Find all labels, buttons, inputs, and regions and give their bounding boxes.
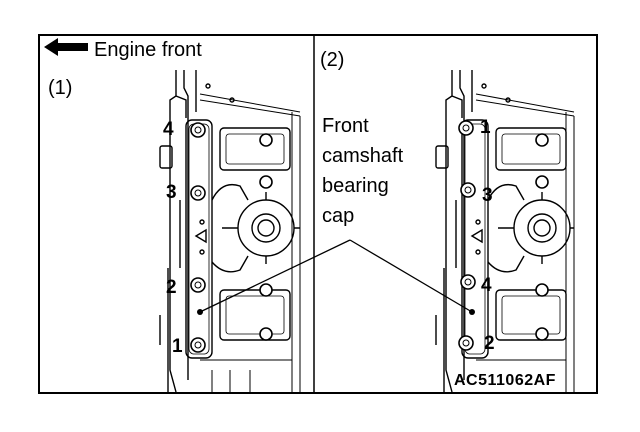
bolt-number-right-c: 4 [481,275,492,296]
bolt-4-right [460,274,476,290]
engine-front-label: Engine front [94,39,202,61]
bolt-2-left [190,277,206,293]
callout-line-2: camshaft [322,145,404,167]
bolt-number-left-d: 1 [172,336,183,357]
bolt-number-right-a: 1 [480,117,491,138]
cylinder-head-right [435,70,575,393]
leader-dot-right [469,309,475,315]
view-1-label: (1) [48,77,73,99]
bolt-number-right-b: 3 [482,185,493,206]
bolt-1-right [458,120,474,136]
left-arrow-icon [44,38,88,56]
bolt-3-right [460,182,476,198]
bolt-number-right-d: 2 [484,333,495,354]
bolt-heads-left [190,122,273,353]
bolt-4-left [190,122,206,138]
callout-line-4: cap [322,205,355,227]
bolt-number-left-a: 4 [163,119,174,140]
callout-leader-lines [199,239,473,313]
view-2-label: (2) [320,49,345,71]
bolt-3-left [190,185,206,201]
callout-line-3: bearing [322,175,389,197]
bolt-heads-right [458,120,549,351]
bolt-2-right [458,335,474,351]
leader-dot-left [197,309,203,315]
bolt-number-left-b: 3 [166,182,177,203]
bolt-1-left [190,337,206,353]
callout-line-1: Front [322,115,369,137]
bolt-number-left-c: 2 [166,277,177,298]
figure-code: AC511062AF [454,372,556,389]
